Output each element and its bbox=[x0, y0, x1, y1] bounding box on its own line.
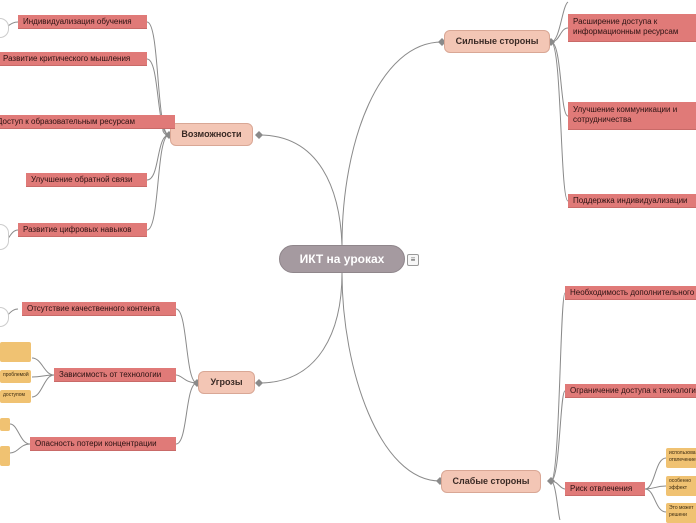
threats-item[interactable]: Зависимость от технологии bbox=[54, 368, 176, 382]
threats-sub-item[interactable]: доступом bbox=[0, 390, 31, 403]
threats-sub-item[interactable] bbox=[0, 446, 10, 466]
weaknesses-sub-item[interactable]: особенно эффект bbox=[666, 476, 696, 496]
opportunities-item[interactable]: Развитие критического мышления bbox=[0, 52, 147, 66]
opportunities-item[interactable]: Развитие цифровых навыков bbox=[18, 223, 147, 237]
threats-item[interactable]: Отсутствие качественного контента bbox=[22, 302, 176, 316]
weaknesses-sub-item[interactable]: Это может решени bbox=[666, 503, 696, 523]
branch-strengths[interactable]: Сильные стороны bbox=[444, 30, 550, 53]
opportunities-item[interactable]: Улучшение обратной связи bbox=[26, 173, 147, 187]
threats-item[interactable]: Опасность потери концентрации bbox=[30, 437, 176, 451]
opportunities-item[interactable]: Индивидуализация обучения bbox=[18, 15, 147, 29]
weaknesses-item[interactable]: Риск отвлечения bbox=[565, 482, 645, 496]
menu-icon[interactable]: ≡ bbox=[407, 254, 419, 266]
strengths-item[interactable]: Улучшение коммуникации и сотрудничества bbox=[568, 102, 696, 130]
weaknesses-item[interactable]: Ограничение доступа к технологиям bbox=[565, 384, 696, 398]
threats-sub-item[interactable]: проблемой bbox=[0, 370, 31, 383]
opportunities-item[interactable]: Доступ к образовательным ресурсам bbox=[0, 115, 175, 129]
threats-sub-item[interactable] bbox=[0, 342, 31, 362]
root-topic[interactable]: ИКТ на уроках bbox=[279, 245, 405, 273]
threats-sub-item[interactable] bbox=[0, 418, 10, 431]
branch-opportunities[interactable]: Возможности bbox=[170, 123, 253, 146]
strengths-item[interactable]: Расширение доступа к информационным ресу… bbox=[568, 14, 696, 42]
strengths-item[interactable]: Поддержка индивидуализации bbox=[568, 194, 696, 208]
branch-threats[interactable]: Угрозы bbox=[198, 371, 255, 394]
weaknesses-sub-item[interactable]: использование отвлечение bbox=[666, 448, 696, 468]
branch-weaknesses[interactable]: Слабые стороны bbox=[441, 470, 541, 493]
weaknesses-item[interactable]: Необходимость дополнительного bbox=[565, 286, 696, 300]
